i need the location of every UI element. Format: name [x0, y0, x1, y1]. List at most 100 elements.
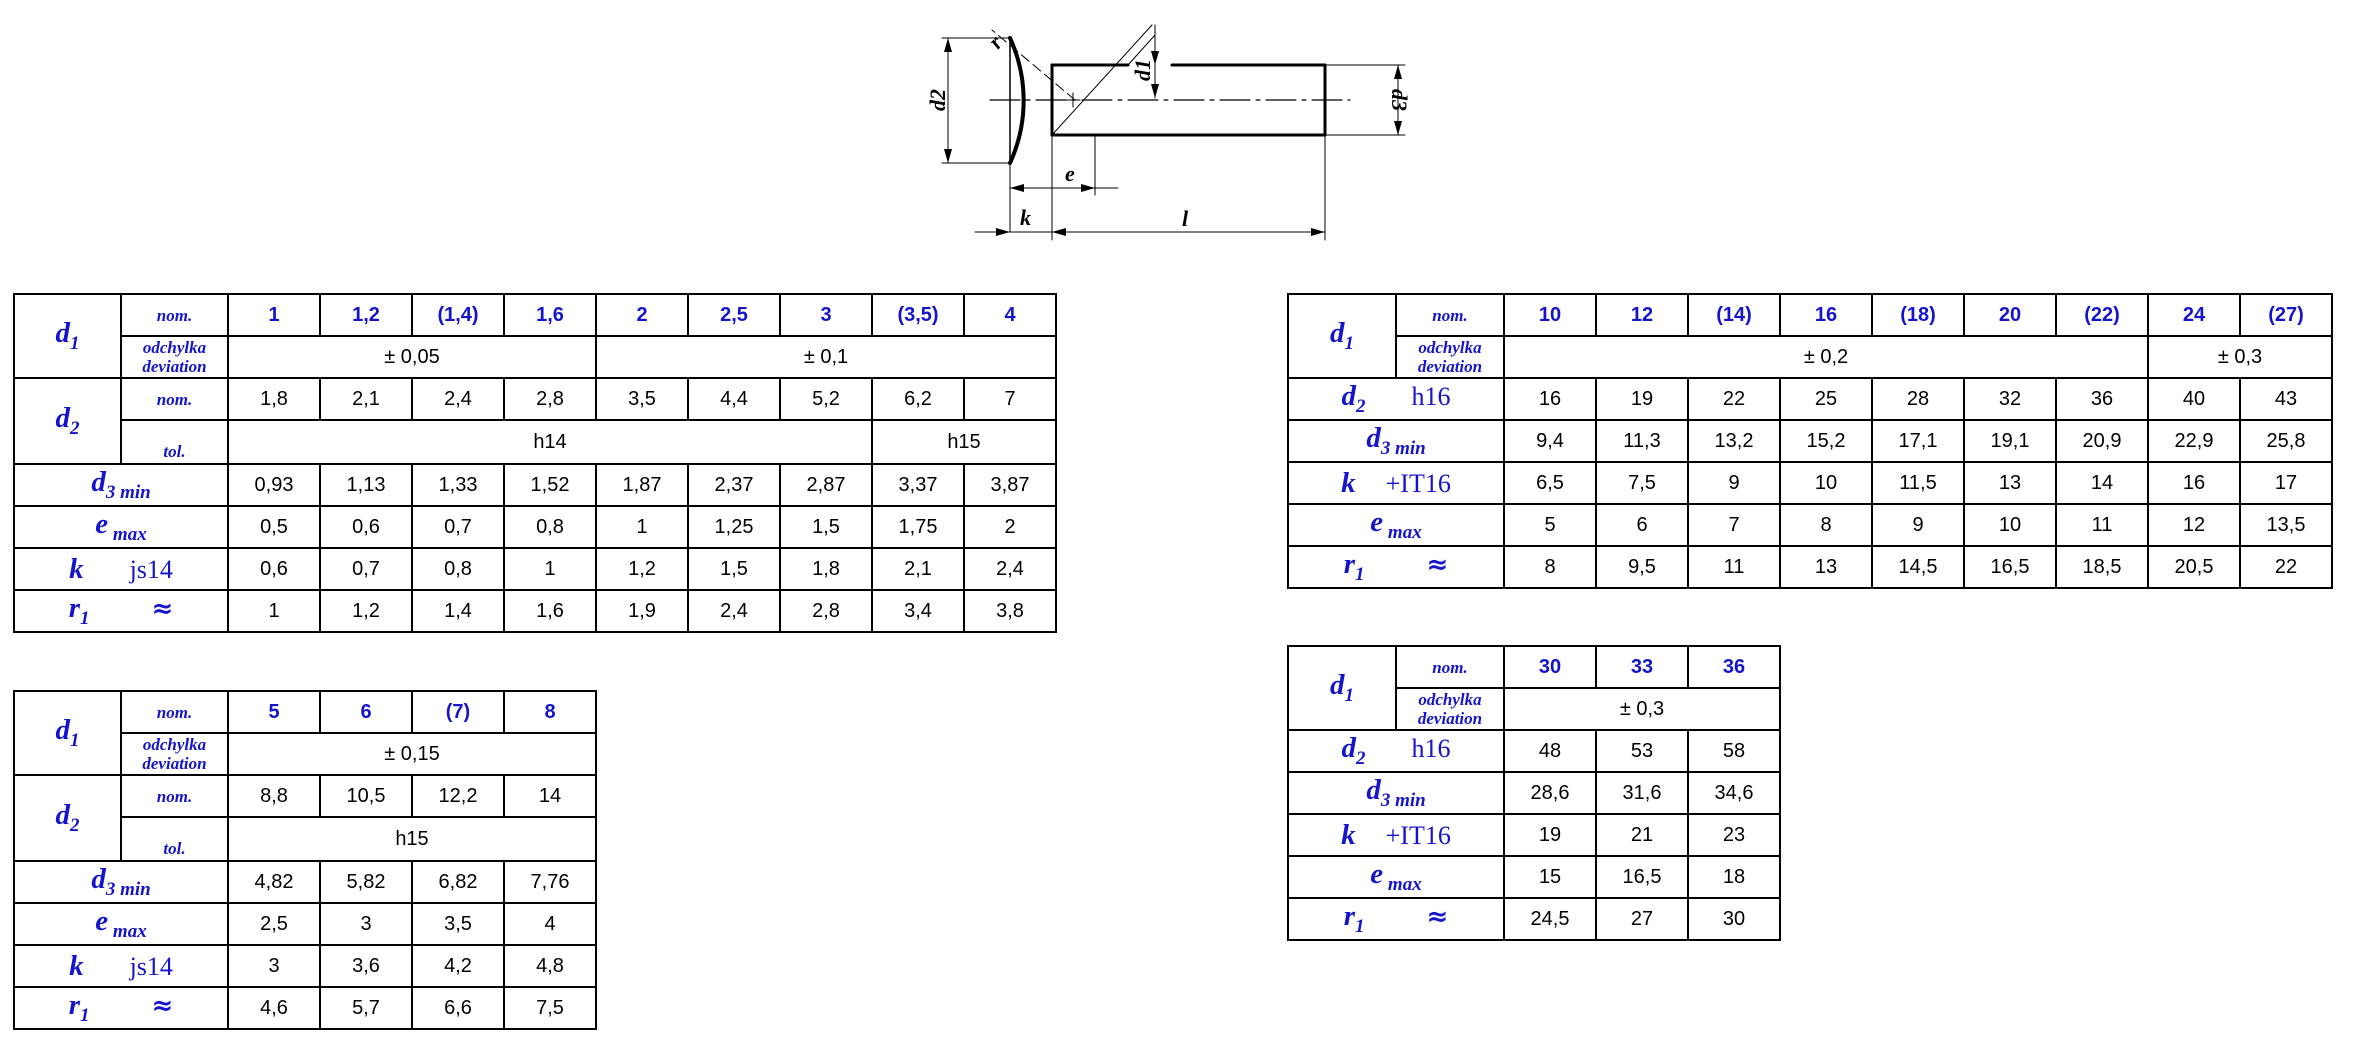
d3-cell: 2,87	[779, 463, 873, 507]
d1-symbol: d1	[13, 690, 122, 776]
d2-cell: 40	[2147, 377, 2241, 421]
e-row: e max 5 6 7 8 9 10 11 12 13,5	[1287, 503, 2333, 547]
r1-cell: 13	[1779, 545, 1873, 589]
d2-cell: 2,8	[503, 377, 597, 421]
r1-cell: 22	[2239, 545, 2333, 589]
r1-cell: 2,4	[687, 589, 781, 633]
nom-cell: 1,2	[319, 293, 413, 337]
e-row: e max 2,5 3 3,5 4	[13, 902, 597, 946]
r1-symbol: r1≈	[1287, 897, 1505, 941]
nom-cell: 2	[595, 293, 689, 337]
e-symbol: e max	[1287, 503, 1505, 547]
k-cell: 9	[1687, 461, 1781, 505]
d2-cell: 43	[2239, 377, 2333, 421]
tol-label: tol.	[120, 816, 229, 862]
d3-cell: 17,1	[1871, 419, 1965, 463]
e-cell: 1	[595, 505, 689, 549]
d2-nom-row: d2 nom. 1,8 2,1 2,4 2,8 3,5 4,4 5,2 6,2 …	[13, 377, 1057, 465]
d3-cell: 4,82	[227, 860, 321, 904]
e-symbol: e max	[13, 902, 229, 946]
d3-cell: 6,82	[411, 860, 505, 904]
k-cell: 21	[1595, 813, 1689, 857]
k-cell: 14	[2055, 461, 2149, 505]
e-symbol: e max	[1287, 855, 1505, 899]
nom-cell: (18)	[1871, 293, 1965, 337]
nom-cell: 1,6	[503, 293, 597, 337]
nom-label: nom.	[1395, 293, 1505, 337]
e-cell: 8	[1779, 503, 1873, 547]
d3-cell: 1,52	[503, 463, 597, 507]
r1-cell: 1,4	[411, 589, 505, 633]
nom-cell: 20	[1963, 293, 2057, 337]
nom-cell: (3,5)	[871, 293, 965, 337]
k-row: k+IT16 6,5 7,5 9 10 11,5 13 14 16 17	[1287, 461, 2333, 505]
e-cell: 0,5	[227, 505, 321, 549]
nom-cell: 16	[1779, 293, 1873, 337]
k-symbol: k+IT16	[1287, 813, 1505, 857]
d2-cell: 53	[1595, 729, 1689, 773]
k-cell: 0,6	[227, 547, 321, 591]
deviation-cell: ± 0,3	[1503, 687, 1781, 731]
d2-cell: 19	[1595, 377, 1689, 421]
e-cell: 2	[963, 505, 1057, 549]
d3-symbol: d3 min	[13, 463, 229, 507]
k-symbol: k+IT16	[1287, 461, 1505, 505]
d2-tol-row: tol. h15	[14, 816, 597, 862]
d2-nom-row: d2 nom. 8,8 10,5 12,2 14	[13, 774, 597, 862]
nom-cell: (22)	[2055, 293, 2149, 337]
k-cell: 1,8	[779, 547, 873, 591]
d3-row: d3 min 0,93 1,13 1,33 1,52 1,87 2,37 2,8…	[13, 463, 1057, 507]
e-cell: 3	[319, 902, 413, 946]
r1-symbol: r1≈	[13, 589, 229, 633]
e-cell: 1,75	[871, 505, 965, 549]
nom-cell: 5	[227, 690, 321, 734]
d2-label: d2	[925, 89, 950, 111]
nom-cell: 1	[227, 293, 321, 337]
k-cell: 3	[227, 944, 321, 988]
d3-cell: 0,93	[227, 463, 321, 507]
k-cell: 17	[2239, 461, 2333, 505]
rivet-drawing: d2 d1 d3 r e k l	[925, 24, 1412, 241]
k-cell: 0,7	[319, 547, 413, 591]
k-cell: 0,8	[411, 547, 505, 591]
d3-cell: 13,2	[1687, 419, 1781, 463]
d2-cell: 6,2	[871, 377, 965, 421]
deviation-cell: ± 0,3	[2147, 335, 2333, 379]
tol-cell: h15	[227, 816, 597, 862]
d3-label: d3	[1387, 89, 1412, 111]
tol-label: tol.	[120, 419, 229, 465]
e-cell: 11	[2055, 503, 2149, 547]
d3-cell: 31,6	[1595, 771, 1689, 815]
nom-label: nom.	[1395, 645, 1505, 689]
nom-cell: (14)	[1687, 293, 1781, 337]
d2-cell: 8,8	[227, 774, 321, 818]
d2-cell: 4,4	[687, 377, 781, 421]
d2-cell: 22	[1687, 377, 1781, 421]
k-cell: 19	[1503, 813, 1597, 857]
r1-cell: 1	[227, 589, 321, 633]
nom-cell: 6	[319, 690, 413, 734]
e-cell: 6	[1595, 503, 1689, 547]
e-cell: 5	[1503, 503, 1597, 547]
d3-cell: 15,2	[1779, 419, 1873, 463]
d3-cell: 11,3	[1595, 419, 1689, 463]
d3-cell: 20,9	[2055, 419, 2149, 463]
d1-nom-row: d1 nom. 30 33 36	[1287, 645, 1781, 731]
d2-cell: 10,5	[319, 774, 413, 818]
r1-cell: 3,4	[871, 589, 965, 633]
nom-cell: 33	[1595, 645, 1689, 689]
k-cell: 23	[1687, 813, 1781, 857]
k-cell: 4,2	[411, 944, 505, 988]
e-cell: 0,7	[411, 505, 505, 549]
r1-row: r1≈ 4,6 5,7 6,6 7,5	[13, 986, 597, 1030]
nom-cell: 36	[1687, 645, 1781, 689]
k-cell: 10	[1779, 461, 1873, 505]
